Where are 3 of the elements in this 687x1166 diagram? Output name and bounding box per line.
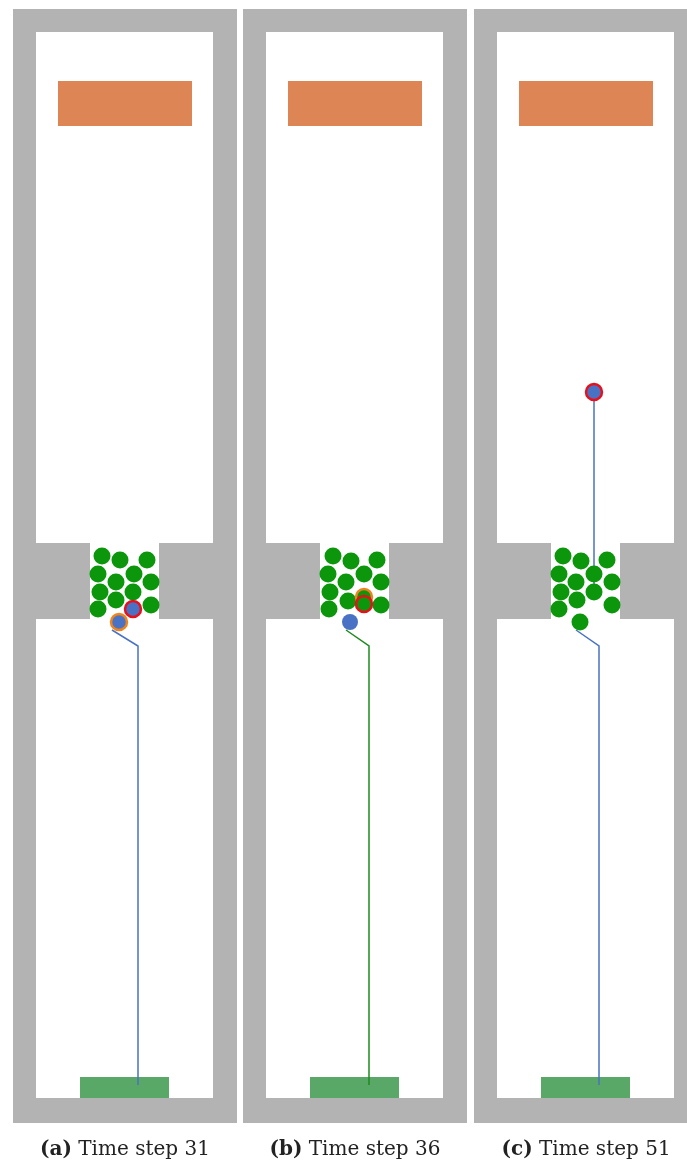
figure-caption: (b) Time step 36 bbox=[269, 1136, 441, 1160]
figure-caption: (a) Time step 31 bbox=[40, 1136, 210, 1160]
figure-caption: (c) Time step 51 bbox=[501, 1136, 671, 1160]
